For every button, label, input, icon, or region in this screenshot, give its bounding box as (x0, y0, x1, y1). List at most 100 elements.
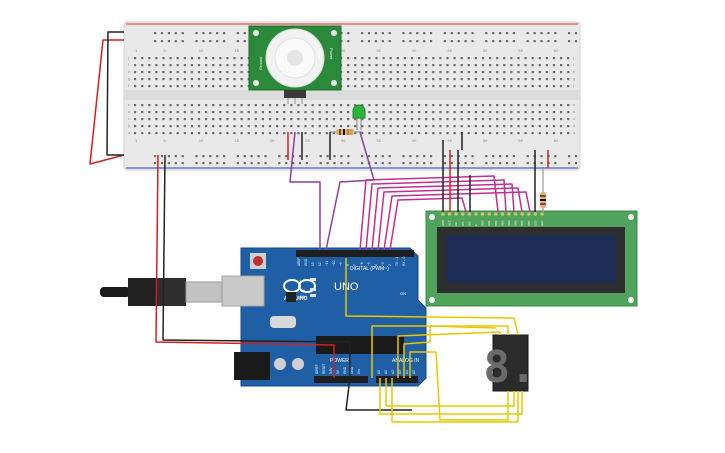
breadboard-hole[interactable] (418, 78, 421, 81)
breadboard-rail-hole[interactable] (195, 155, 198, 158)
breadboard-rail-hole[interactable] (512, 162, 515, 165)
breadboard-hole[interactable] (205, 118, 208, 121)
breadboard-rail-hole[interactable] (540, 162, 543, 165)
breadboard-hole[interactable] (297, 132, 300, 135)
breadboard-hole[interactable] (162, 85, 165, 88)
breadboard-rail-hole[interactable] (285, 155, 288, 158)
breadboard-hole[interactable] (460, 64, 463, 67)
breadboard-rail-hole[interactable] (154, 162, 157, 165)
breadboard-hole[interactable] (290, 104, 293, 107)
breadboard-hole[interactable] (219, 71, 222, 74)
breadboard-rail-hole[interactable] (264, 155, 267, 158)
breadboard-hole[interactable] (176, 57, 179, 60)
breadboard-rail-hole[interactable] (464, 40, 467, 43)
breadboard-hole[interactable] (169, 85, 172, 88)
breadboard-rail-hole[interactable] (388, 32, 391, 35)
breadboard-hole[interactable] (190, 118, 193, 121)
breadboard-hole[interactable] (361, 85, 364, 88)
breadboard-hole[interactable] (268, 125, 272, 128)
breadboard-rail-hole[interactable] (492, 32, 495, 35)
lcd-pin[interactable] (441, 212, 445, 216)
breadboard-hole[interactable] (524, 132, 527, 135)
breadboard-hole[interactable] (389, 85, 392, 88)
lcd-pin[interactable] (467, 212, 472, 216)
breadboard-hole[interactable] (403, 64, 406, 67)
breadboard-hole[interactable] (347, 71, 350, 74)
breadboard-hole[interactable] (141, 111, 144, 114)
breadboard-hole[interactable] (261, 132, 264, 135)
breadboard-hole[interactable] (538, 118, 541, 121)
breadboard-hole[interactable] (347, 85, 350, 88)
breadboard-hole[interactable] (205, 64, 208, 67)
breadboard-hole[interactable] (226, 118, 229, 121)
breadboard-hole[interactable] (226, 71, 229, 74)
lcd-pin[interactable] (513, 212, 518, 216)
breadboard-hole[interactable] (453, 78, 456, 81)
breadboard-hole[interactable] (375, 104, 378, 107)
lcd-pin[interactable] (454, 212, 459, 216)
breadboard-hole[interactable] (389, 118, 392, 121)
breadboard-hole[interactable] (560, 125, 563, 128)
breadboard-hole[interactable] (190, 85, 193, 88)
breadboard-rail-hole[interactable] (326, 155, 329, 158)
breadboard-hole[interactable] (403, 71, 406, 74)
breadboard-hole[interactable] (183, 64, 186, 67)
breadboard-rail-hole[interactable] (540, 32, 543, 35)
breadboard-hole[interactable] (134, 118, 137, 121)
breadboard-rail-hole[interactable] (223, 155, 226, 158)
resistor-lcd[interactable] (540, 168, 546, 212)
breadboard-hole[interactable] (545, 57, 548, 60)
breadboard-hole[interactable] (240, 104, 243, 107)
breadboard-hole[interactable] (347, 104, 350, 107)
breadboard-hole[interactable] (134, 85, 137, 88)
breadboard-hole[interactable] (453, 118, 456, 121)
breadboard-rail-hole[interactable] (547, 32, 550, 35)
breadboard-rail-hole[interactable] (305, 162, 308, 165)
breadboard-hole[interactable] (425, 64, 428, 67)
breadboard-rail-hole[interactable] (160, 40, 164, 43)
breadboard-hole[interactable] (474, 111, 477, 114)
breadboard-hole[interactable] (418, 85, 421, 88)
breadboard-hole[interactable] (432, 78, 435, 81)
breadboard-rail-hole[interactable] (243, 155, 246, 158)
breadboard-rail-hole[interactable] (154, 32, 157, 35)
breadboard-hole[interactable] (467, 111, 470, 114)
breadboard-hole[interactable] (276, 132, 279, 135)
breadboard-hole[interactable] (361, 118, 364, 121)
breadboard-rail-hole[interactable] (574, 155, 578, 158)
breadboard-hole[interactable] (489, 71, 492, 74)
breadboard-hole[interactable] (446, 78, 449, 81)
breadboard-hole[interactable] (354, 78, 357, 81)
breadboard-rail-hole[interactable] (450, 32, 453, 35)
breadboard-hole[interactable] (325, 118, 328, 121)
breadboard-hole[interactable] (510, 64, 513, 67)
breadboard-hole[interactable] (510, 78, 513, 81)
breadboard-rail-hole[interactable] (236, 155, 239, 158)
breadboard-hole[interactable] (538, 64, 541, 67)
breadboard-rail-hole[interactable] (160, 155, 164, 158)
breadboard-hole[interactable] (481, 104, 485, 107)
breadboard-hole[interactable] (247, 132, 250, 135)
breadboard-hole[interactable] (254, 104, 257, 107)
breadboard-rail-hole[interactable] (568, 162, 571, 165)
breadboard-rail-hole[interactable] (367, 40, 371, 43)
breadboard-rail-hole[interactable] (471, 32, 474, 35)
breadboard-hole[interactable] (233, 111, 236, 114)
breadboard-hole[interactable] (361, 104, 364, 107)
breadboard-rail-hole[interactable] (554, 155, 557, 158)
breadboard-hole[interactable] (219, 57, 222, 60)
breadboard-hole[interactable] (531, 132, 534, 135)
breadboard-hole[interactable] (339, 118, 343, 121)
lcd-pin[interactable] (494, 212, 498, 216)
breadboard-hole[interactable] (226, 125, 229, 128)
breadboard-hole[interactable] (503, 64, 506, 67)
breadboard-hole[interactable] (212, 85, 215, 88)
breadboard-rail-hole[interactable] (540, 155, 543, 158)
breadboard-hole[interactable] (325, 111, 328, 114)
breadboard-rail-hole[interactable] (443, 155, 446, 158)
breadboard-hole[interactable] (560, 111, 563, 114)
breadboard-hole[interactable] (226, 64, 229, 67)
breadboard-hole[interactable] (567, 104, 570, 107)
breadboard-rail-hole[interactable] (381, 155, 384, 158)
breadboard-rail-hole[interactable] (423, 162, 426, 165)
